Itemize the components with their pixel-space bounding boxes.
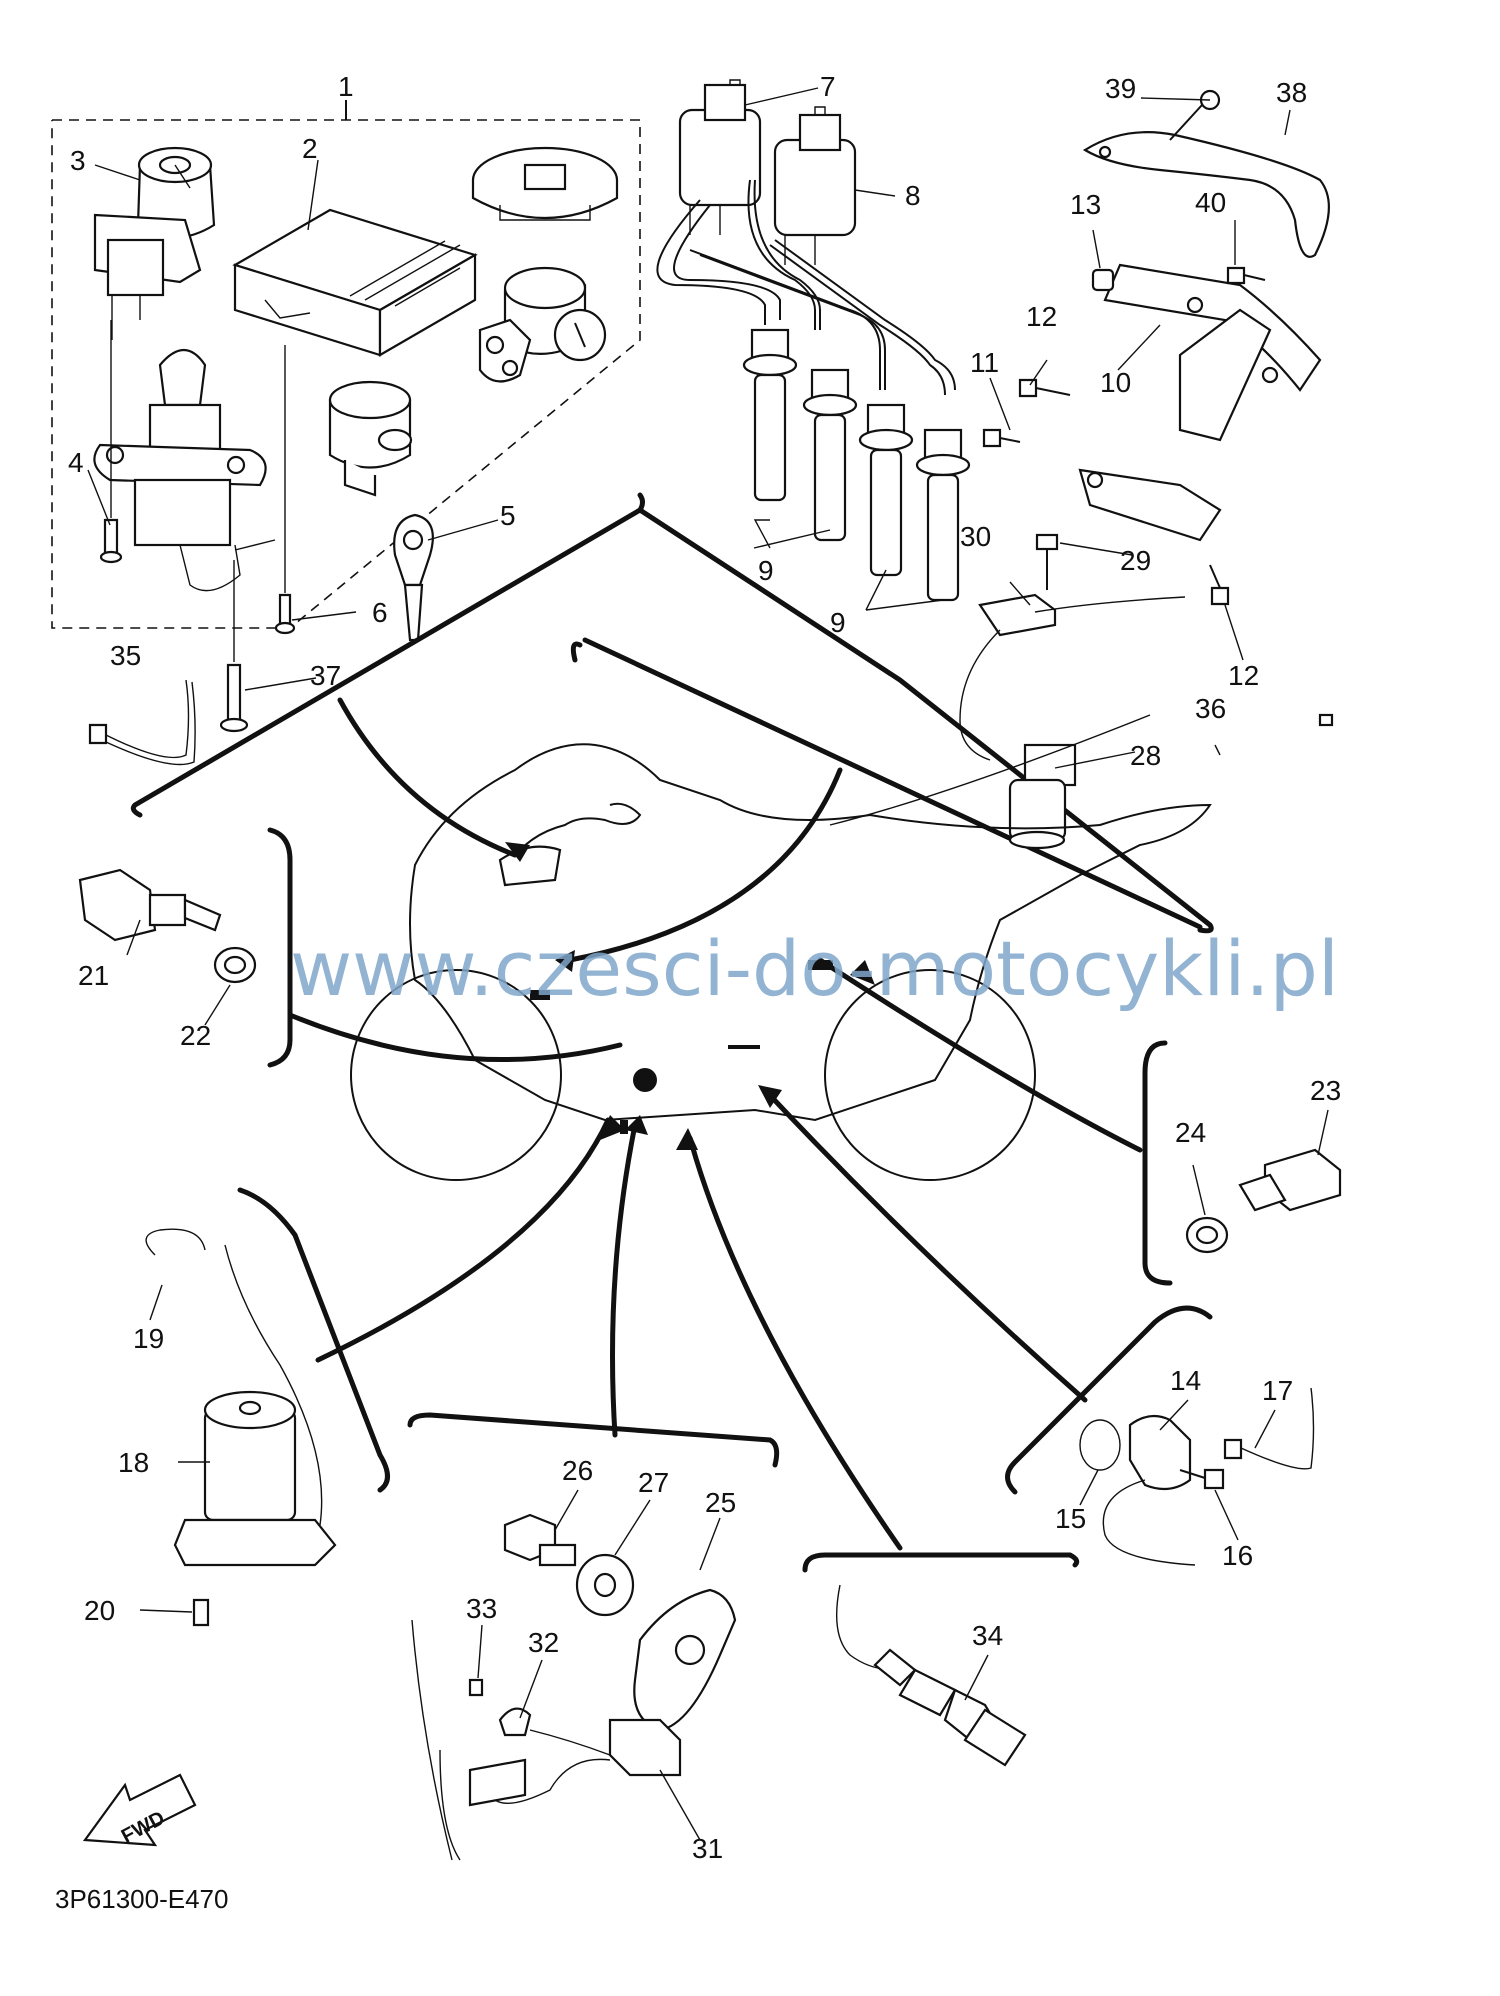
callout-34: 34 [972,1620,1003,1651]
callout-27: 27 [638,1467,669,1498]
callout-12b: 12 [1228,660,1259,691]
group-separator-lines [130,492,1214,934]
callout-18: 18 [118,1447,149,1478]
callout-9b: 9 [830,607,846,638]
o2-sensor-part [835,1584,1027,1767]
solenoid-18-part [145,1228,337,1627]
callout-26: 26 [562,1455,593,1486]
cable-tie-part [88,679,196,766]
ignition-lock-part [93,349,276,592]
callout-22: 22 [180,1020,211,1051]
callout-6: 6 [372,597,388,628]
callout-31: 31 [692,1833,723,1864]
callout-23: 23 [1310,1075,1341,1106]
temp-sensor-21-part [78,868,257,984]
callout-25: 25 [705,1487,736,1518]
leader-lines [87,87,1329,1841]
callout-8: 8 [905,180,921,211]
bracket-bolt-parts [982,89,1266,606]
speed-sensor-parts [411,1513,737,1861]
callout-10: 10 [1100,367,1131,398]
callout-33: 33 [466,1593,497,1624]
pointer-arcs [287,697,1143,1551]
callout-21: 21 [78,960,109,991]
fuel-cap-part [471,146,619,221]
ecu-part [232,208,478,357]
fwd-arrow-icon: FWD [82,1773,197,1848]
throttle-sensor-part [1079,1387,1315,1566]
callout-37: 37 [310,660,341,691]
callout-36: 36 [1195,693,1226,724]
bracket-parts [1078,131,1330,542]
part-number-callouts: 1 2 3 4 5 6 7 8 9 9 10 11 12 12 13 14 15… [68,71,1341,1864]
watermark-text: www.czesci-do-motocykli.pl [290,924,1339,1013]
callout-1: 1 [338,71,354,102]
callout-32: 32 [528,1627,559,1658]
sensor-28-part [829,593,1334,850]
helmet-lock-part [328,380,413,497]
left-side-brackets [237,827,1213,1573]
callout-29: 29 [1120,545,1151,576]
callout-39: 39 [1105,73,1136,104]
callout-19: 19 [133,1323,164,1354]
callout-3: 3 [70,145,86,176]
callout-11: 11 [970,347,999,378]
callout-9a: 9 [758,555,774,586]
bolt-parts [99,320,296,733]
main-switch-part [93,146,216,340]
callout-20: 20 [84,1595,115,1626]
seat-lock-part [478,266,607,383]
key-part [393,513,434,642]
callout-2: 2 [302,133,318,164]
callout-40: 40 [1195,187,1226,218]
callout-16: 16 [1222,1540,1253,1571]
callout-38: 38 [1276,77,1307,108]
callout-17: 17 [1262,1375,1293,1406]
lock-set-group [51,100,641,629]
plug-lead-parts [656,179,971,602]
callout-30: 30 [960,521,991,552]
callout-35: 35 [110,640,141,671]
callout-12a: 12 [1026,301,1057,332]
ignition-coil-parts [678,79,857,265]
callout-14: 14 [1170,1365,1201,1396]
callout-28: 28 [1130,740,1161,771]
drawing-code: 3P61300-E470 [55,1884,228,1914]
sensor-23-part [1185,1148,1342,1254]
callout-15: 15 [1055,1503,1086,1534]
callout-7: 7 [820,71,836,102]
callout-24: 24 [1175,1117,1206,1148]
callout-13: 13 [1070,189,1101,220]
callout-4: 4 [68,447,84,478]
callout-5: 5 [500,500,516,531]
